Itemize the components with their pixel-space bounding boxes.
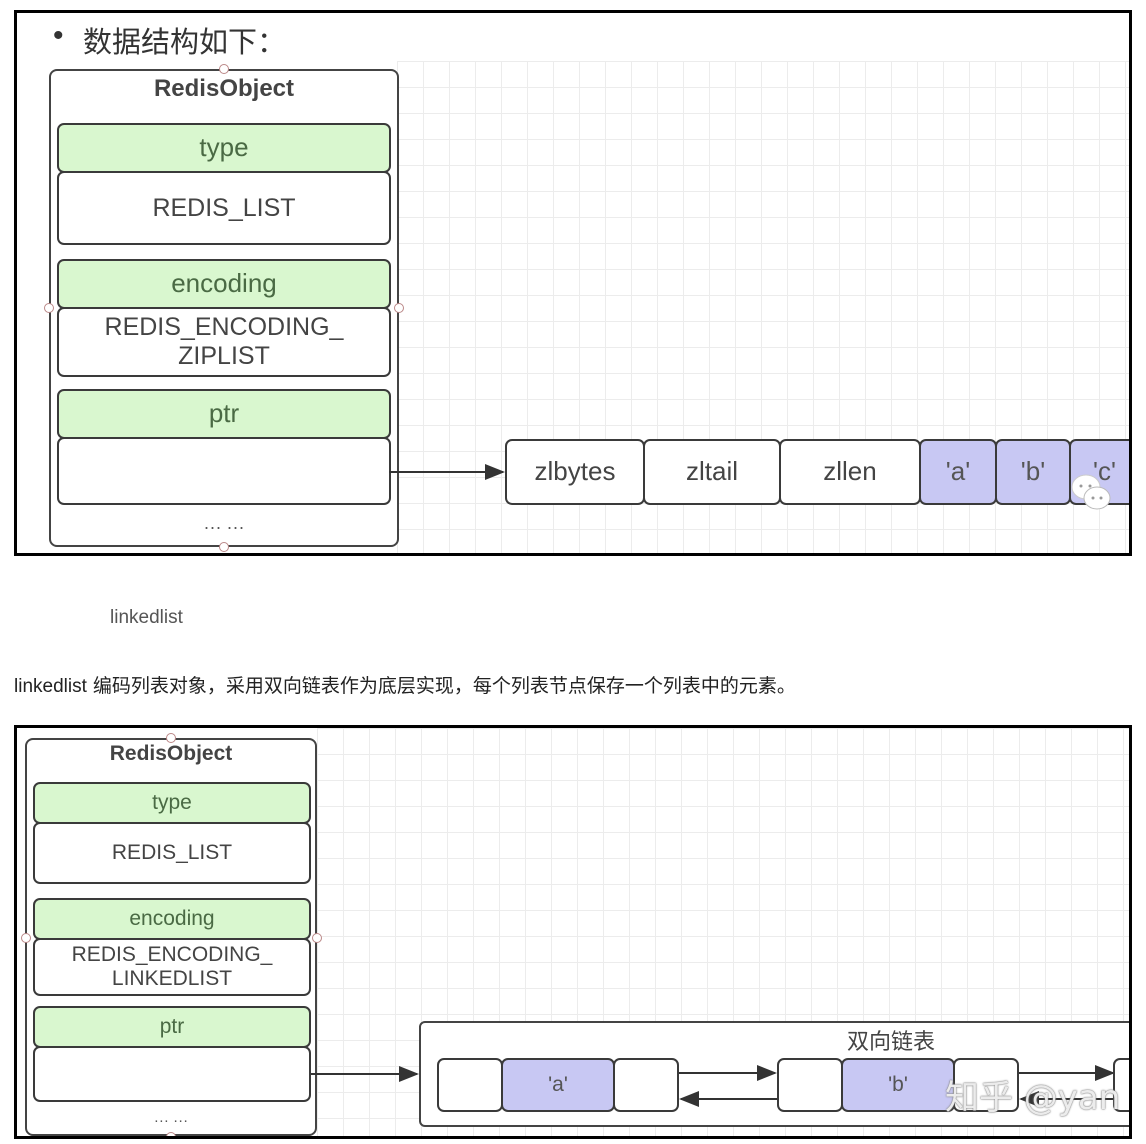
node-b-value: 'b' bbox=[841, 1058, 955, 1112]
linkedlist-description: linkedlist 编码列表对象，采用双向链表作为底层实现，每个列表节点保存一… bbox=[14, 671, 796, 698]
encoding-value-line2: ZIPLIST bbox=[178, 342, 270, 370]
redis-object-box: RedisObject type REDIS_LIST encoding RED… bbox=[49, 69, 399, 547]
redis-object-title: RedisObject bbox=[109, 742, 233, 765]
linkedlist-diagram: RedisObject type REDIS_LIST encoding RED… bbox=[14, 725, 1132, 1139]
ellipsis: ··· ··· bbox=[153, 1112, 189, 1129]
connector-handle-top bbox=[219, 64, 229, 74]
ptr-value-cell bbox=[57, 437, 391, 505]
node-a-next bbox=[613, 1058, 679, 1112]
type-value-cell: REDIS_LIST bbox=[57, 171, 391, 245]
encoding-value-line2: LINKEDLIST bbox=[111, 967, 233, 990]
ptr-value-cell bbox=[33, 1046, 311, 1102]
connector-handle-left bbox=[21, 933, 31, 943]
bullet: • bbox=[53, 19, 64, 52]
ziplist-cell-zltail: zltail bbox=[643, 439, 781, 505]
connector-handle-left bbox=[44, 303, 54, 313]
encoding-value-line1: REDIS_ENCODING_ bbox=[71, 942, 273, 966]
ziplist-entry-a: 'a' bbox=[919, 439, 997, 505]
node-b-next bbox=[953, 1058, 1019, 1112]
prev-arrow bbox=[679, 1091, 777, 1107]
encoding-label-cell: encoding bbox=[33, 898, 311, 940]
ptr-label-cell: ptr bbox=[57, 389, 391, 439]
node-b-prev bbox=[777, 1058, 843, 1112]
section-heading: 数据结构如下： bbox=[83, 25, 287, 59]
node-c-partial bbox=[1113, 1058, 1129, 1112]
description-text: 编码列表对象，采用双向链表作为底层实现，每个列表节点保存一个列表中的元素。 bbox=[86, 675, 796, 697]
node-a-value: 'a' bbox=[501, 1058, 615, 1112]
keyword-linkedlist: linkedlist bbox=[14, 676, 87, 697]
next-arrow bbox=[1019, 1065, 1115, 1081]
ziplist-cell-zlbytes: zlbytes bbox=[505, 439, 645, 505]
ziplist-diagram: • 数据结构如下： RedisObject type REDIS_LIST en… bbox=[14, 10, 1132, 556]
connector-handle-right bbox=[394, 303, 404, 313]
encoding-value-cell: REDIS_ENCODING_ LINKEDLIST bbox=[33, 938, 311, 996]
wechat-icon bbox=[1069, 471, 1113, 515]
ptr-arrow bbox=[311, 1066, 419, 1082]
connector-handle-right bbox=[312, 933, 322, 943]
prev-arrow bbox=[1019, 1091, 1113, 1107]
encoding-value-cell: REDIS_ENCODING_ ZIPLIST bbox=[57, 307, 391, 377]
ziplist-cell-zllen: zllen bbox=[779, 439, 921, 505]
connector-handle-top bbox=[166, 733, 176, 743]
ellipsis: ··· ··· bbox=[203, 517, 245, 537]
zhihu-watermark: 知乎 @yan bbox=[945, 1078, 1121, 1118]
type-value-cell: REDIS_LIST bbox=[33, 822, 311, 884]
figure-caption: linkedlist bbox=[110, 607, 183, 628]
redis-object-box: RedisObject type REDIS_LIST encoding RED… bbox=[25, 738, 317, 1136]
doubly-linked-list-title: 双向链表 bbox=[847, 1030, 936, 1055]
connector-handle-bottom bbox=[166, 1132, 176, 1136]
connector-handle-bottom bbox=[219, 542, 229, 552]
ptr-label-cell: ptr bbox=[33, 1006, 311, 1048]
node-a-prev bbox=[437, 1058, 503, 1112]
ptr-arrow bbox=[389, 464, 505, 480]
type-label-cell: type bbox=[33, 782, 311, 824]
ziplist-entry-b: 'b' bbox=[995, 439, 1071, 505]
redis-object-title: RedisObject bbox=[153, 75, 295, 102]
next-arrow bbox=[679, 1065, 777, 1081]
encoding-label-cell: encoding bbox=[57, 259, 391, 309]
encoding-value-line1: REDIS_ENCODING_ bbox=[104, 313, 344, 342]
type-label-cell: type bbox=[57, 123, 391, 173]
